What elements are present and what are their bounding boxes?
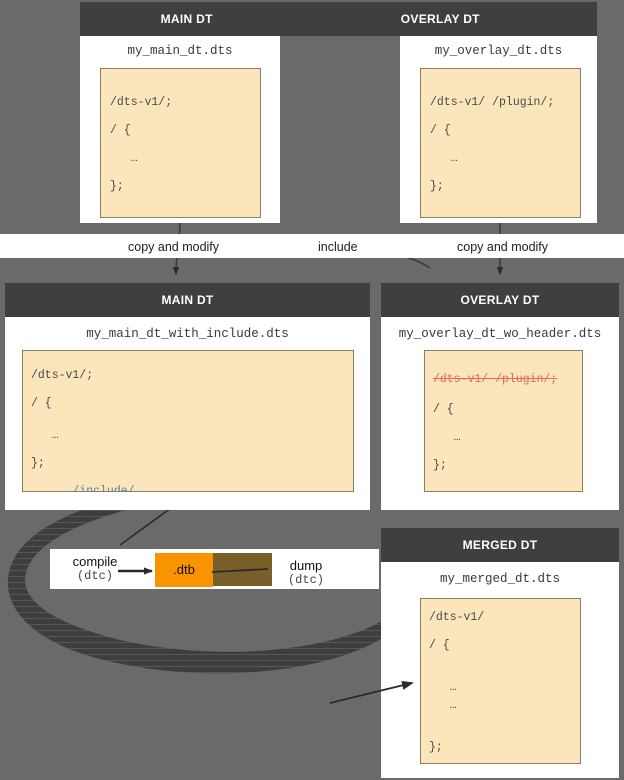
code-line: /dts-v1/; (110, 96, 173, 109)
code-box-my-overlay-dt: /dts-v1/ /plugin/; / { … }; (420, 68, 581, 218)
code-line: }; (110, 180, 124, 193)
code-line: / { (110, 124, 131, 137)
code-box-my-main-dt-with-include: /dts-v1/; / { … }; /include/ "my_overlay… (22, 350, 354, 492)
code-line: /dts-v1/ /plugin/; (430, 96, 555, 109)
dump-action-text: dump (289, 558, 323, 573)
code-line: }; (433, 459, 447, 472)
label-copy-and-modify-left: copy and modify (128, 240, 220, 254)
code-line-struck: /dts-v1/ /plugin/; (433, 373, 558, 386)
panel-title-main-dt-middle: MAIN DT (161, 293, 214, 307)
panel-title-overlay-dt-middle: OVERLAY DT (460, 293, 540, 307)
file-name-my-main-dt: my_main_dt.dts (127, 44, 233, 58)
file-name-my-main-dt-with-include: my_main_dt_with_include.dts (86, 327, 289, 341)
code-line: / { (429, 639, 450, 652)
label-copy-and-modify-right: copy and modify (457, 240, 549, 254)
code-line: /dts-v1/; (31, 369, 94, 382)
code-line: }; (31, 457, 45, 470)
code-line: / { (430, 124, 451, 137)
panel-title-main-dt-top: MAIN DT (160, 12, 213, 26)
code-line: / { (433, 403, 454, 416)
code-line: /dts-v1/ (429, 611, 485, 624)
include-keyword: /include/ (72, 485, 135, 492)
code-line: … (429, 681, 457, 694)
compile-action-text: compile (72, 554, 118, 569)
code-line: … (31, 429, 59, 442)
dump-label: dump (dtc) (273, 558, 339, 588)
compile-label: compile (dtc) (52, 554, 138, 584)
label-include: include (318, 240, 358, 254)
code-line: }; (430, 180, 444, 193)
code-line: … (429, 699, 457, 712)
code-line: }; (429, 741, 443, 754)
code-box-my-merged-dt: /dts-v1/ / { … … }; (420, 598, 581, 764)
panel-title-merged-dt: MERGED DT (462, 538, 538, 552)
panel-title-overlay-dt-top: OVERLAY DT (400, 12, 480, 26)
panel-header-main-dt-middle: MAIN DT (5, 283, 370, 317)
panel-header-merged-dt: MERGED DT (381, 528, 619, 562)
panel-header-overlay-dt-middle: OVERLAY DT (381, 283, 619, 317)
code-line: … (433, 431, 461, 444)
dump-tool-text: (dtc) (287, 573, 324, 587)
compile-tool-text: (dtc) (76, 569, 113, 583)
dtb-artifact-box: .dtb (155, 553, 213, 587)
dtb-shadow (211, 553, 272, 586)
code-box-my-overlay-dt-wo-header: /dts-v1/ /plugin/; / { … }; (424, 350, 583, 492)
code-line: … (110, 152, 138, 165)
file-name-my-merged-dt: my_merged_dt.dts (439, 572, 561, 586)
code-box-my-main-dt: /dts-v1/; / { … }; (100, 68, 261, 218)
code-line-include: /include/ "my_overlay_dt_wo_header.dts" (31, 471, 273, 492)
file-name-my-overlay-dt: my_overlay_dt.dts (434, 44, 563, 58)
code-line: … (430, 152, 458, 165)
file-name-my-overlay-dt-wo-header: my_overlay_dt_wo_header.dts (398, 327, 602, 341)
panel-header-main-dt-top: MAIN DT OVERLAY DT (80, 2, 597, 36)
code-line: / { (31, 397, 52, 410)
